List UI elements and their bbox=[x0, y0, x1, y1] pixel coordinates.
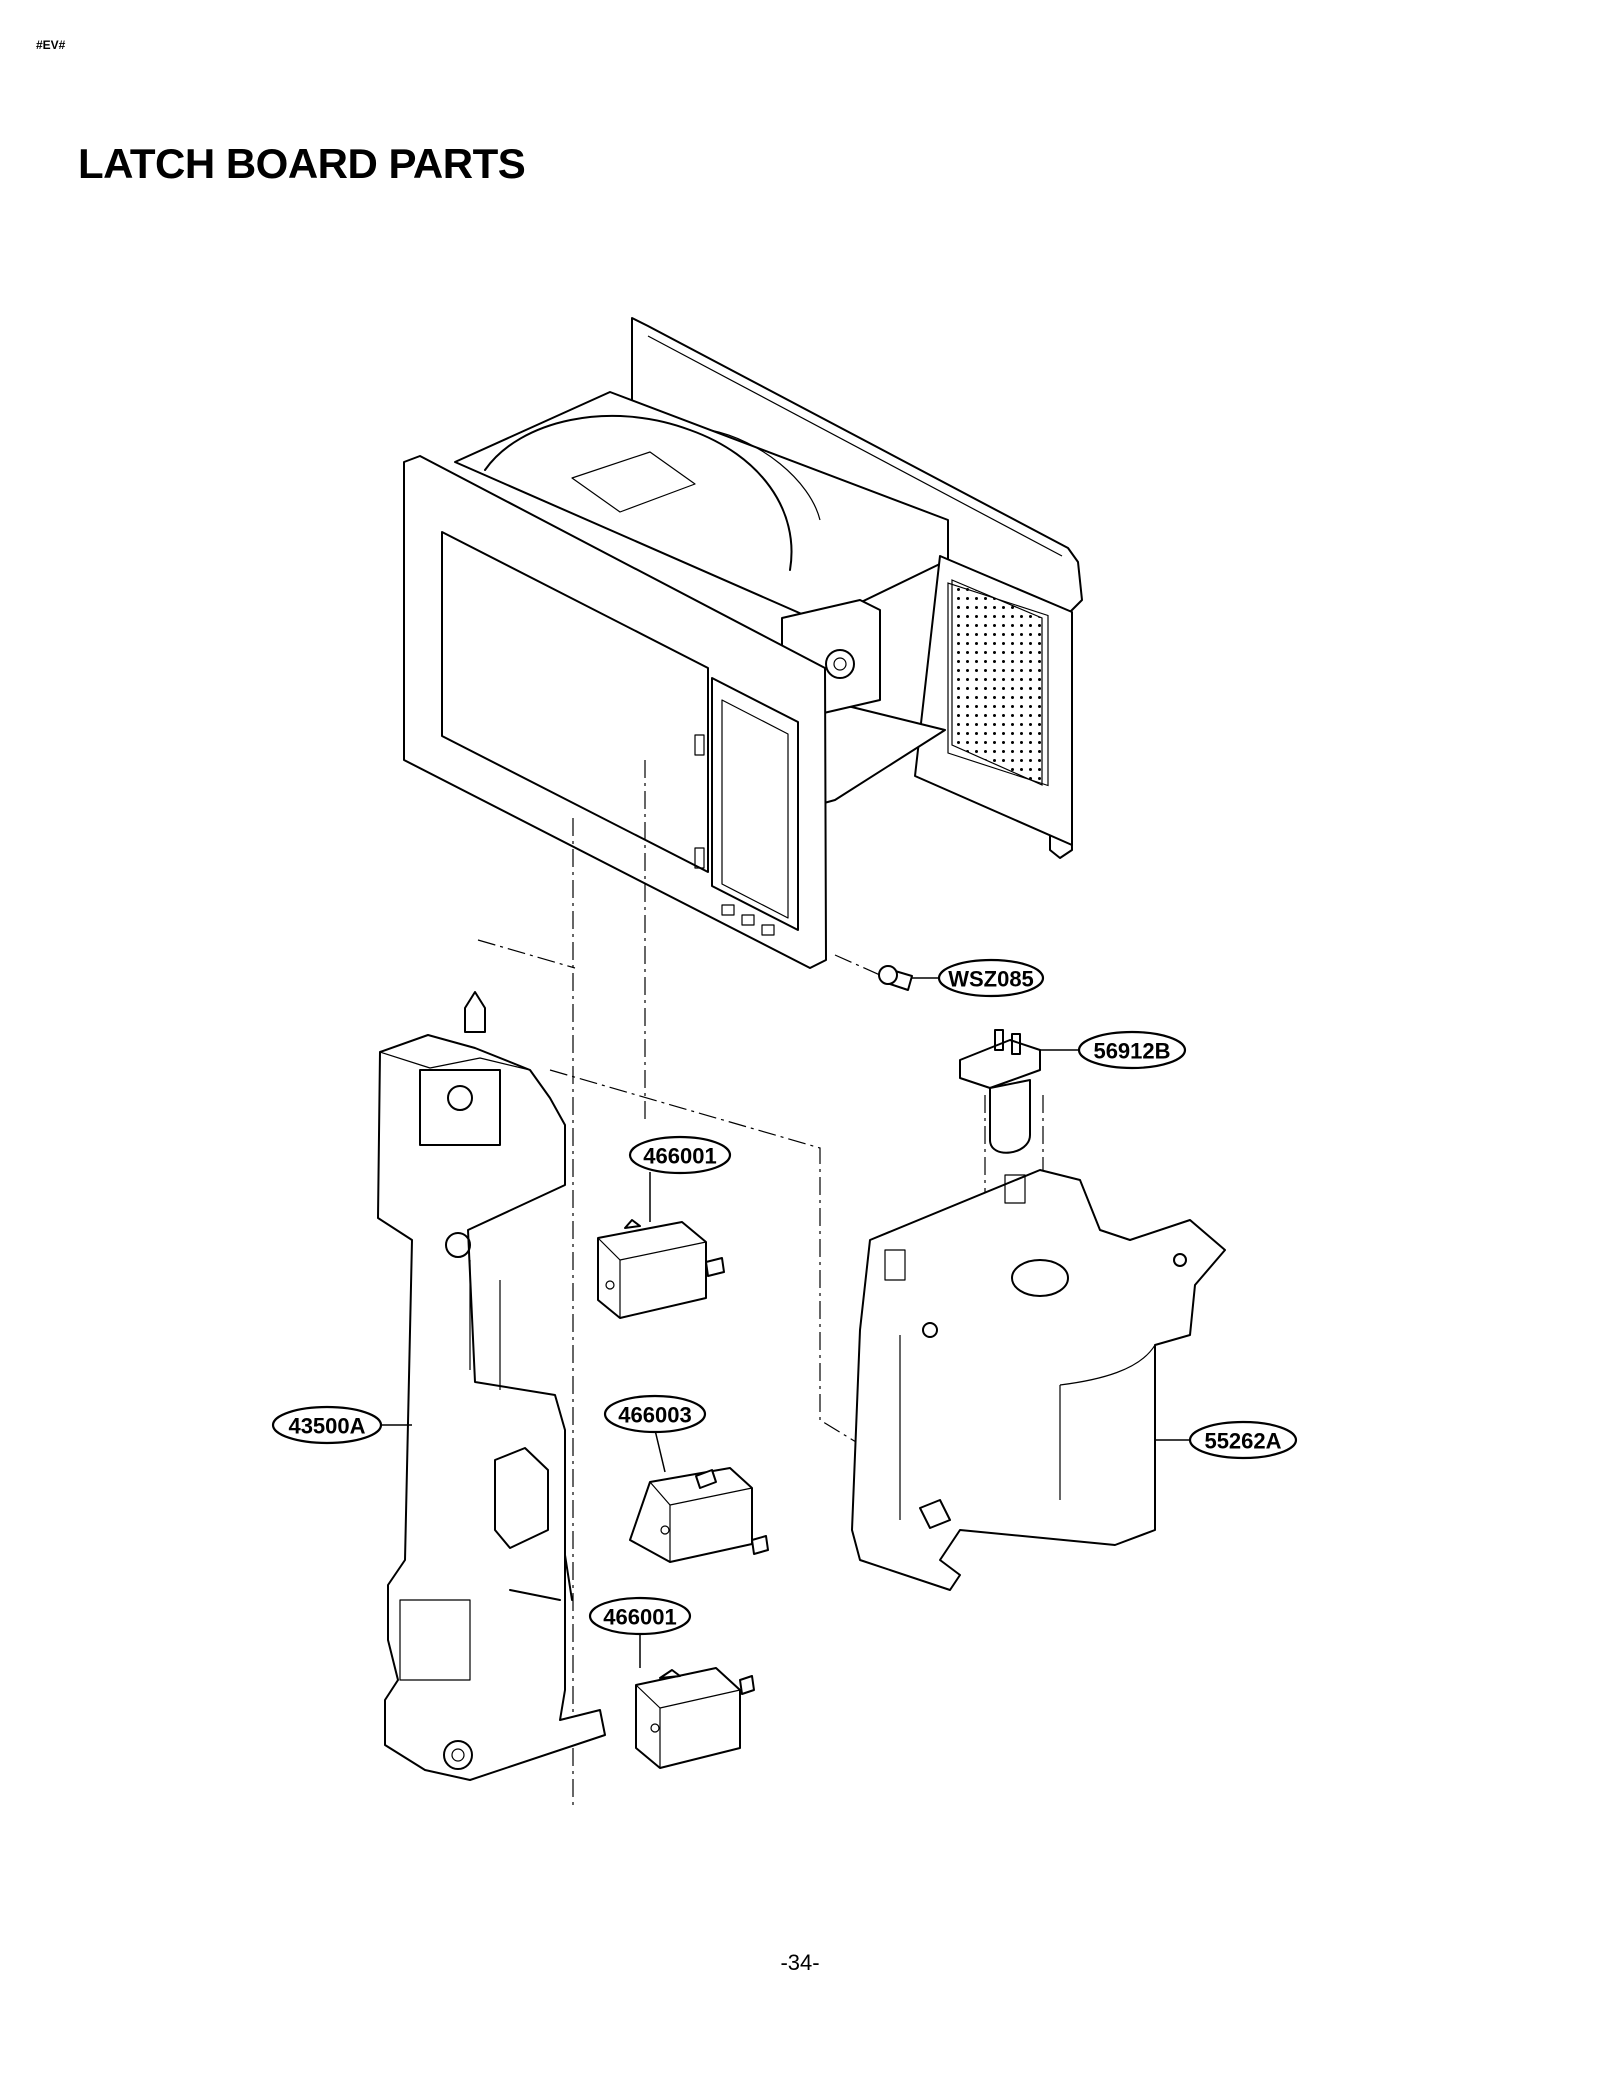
callout-label: 466001 bbox=[603, 1605, 676, 1630]
callout-label: WSZ085 bbox=[948, 967, 1034, 992]
micro-switch-top bbox=[597, 1219, 725, 1319]
callout-switch-top: 466001 bbox=[628, 1135, 732, 1175]
document-tag: #EV# bbox=[36, 38, 66, 52]
callout-lamp: 56912B bbox=[1077, 1030, 1187, 1070]
latch-board bbox=[377, 991, 606, 1781]
screw bbox=[878, 965, 913, 991]
callout-label: 466003 bbox=[618, 1403, 691, 1428]
callout-label: 43500A bbox=[288, 1414, 365, 1439]
oven-cavity-assembly bbox=[403, 317, 1083, 969]
lamp bbox=[959, 1029, 1041, 1154]
leader-lines bbox=[380, 977, 1190, 1668]
callout-label: 55262A bbox=[1204, 1429, 1281, 1454]
callout-switch-middle: 466003 bbox=[603, 1394, 707, 1434]
callout-lamp-holder: 55262A bbox=[1188, 1420, 1298, 1460]
micro-switch-middle bbox=[629, 1467, 769, 1563]
page-title: LATCH BOARD PARTS bbox=[78, 140, 526, 187]
callout-screw: WSZ085 bbox=[937, 958, 1045, 998]
lamp-holder bbox=[851, 1169, 1226, 1591]
callout-latch-board: 43500A bbox=[271, 1405, 383, 1445]
callout-label: 466001 bbox=[643, 1144, 716, 1169]
callout-label: 56912B bbox=[1093, 1039, 1170, 1064]
callout-switch-bottom: 466001 bbox=[588, 1596, 692, 1636]
page-number: -34- bbox=[780, 1950, 820, 1975]
micro-switch-bottom bbox=[635, 1667, 755, 1769]
